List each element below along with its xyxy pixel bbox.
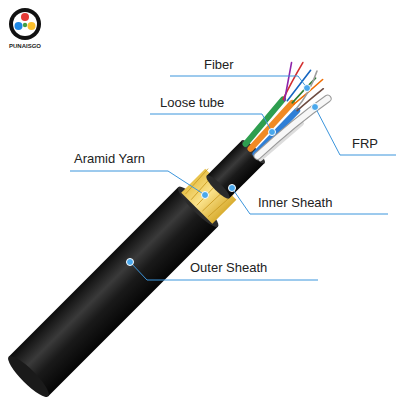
logo	[9, 8, 41, 40]
part-label: Inner Sheath	[258, 196, 332, 211]
cable	[0, 54, 345, 400]
leader-lines	[70, 76, 396, 280]
outer-sheath	[9, 187, 218, 396]
frp-rod-edge	[258, 92, 328, 162]
cable-end	[4, 352, 53, 400]
leader-dots	[127, 85, 319, 266]
part-label: Aramid Yarn	[74, 152, 145, 167]
logo-text: PUNAISGO	[6, 43, 44, 50]
part-label: FRP	[352, 137, 378, 152]
frp-rod	[258, 92, 328, 162]
part-label: Fiber	[204, 58, 234, 73]
part-label: Outer Sheath	[190, 261, 267, 276]
part-label: Loose tube	[160, 96, 224, 111]
